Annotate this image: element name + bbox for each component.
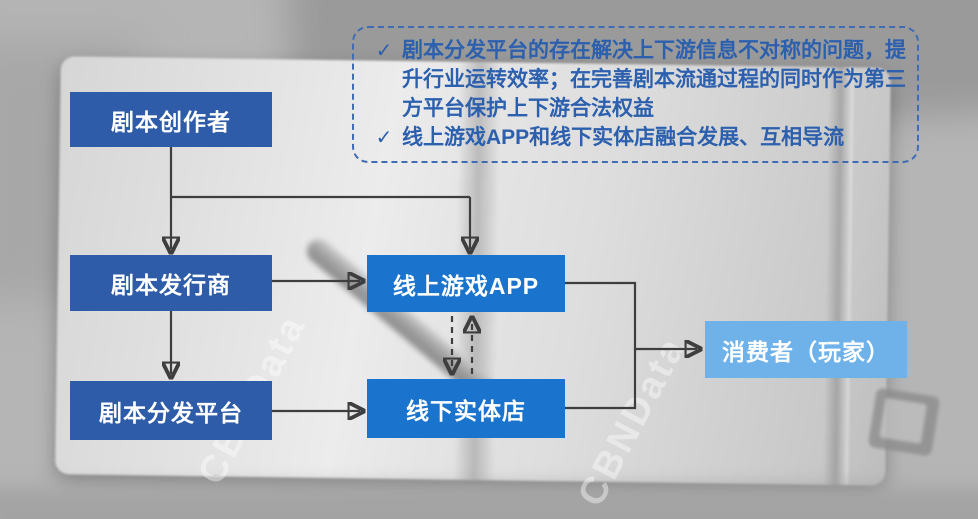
callout-item: ✓ 线上游戏APP和线下实体店融合发展、互相导流 bbox=[366, 123, 907, 153]
node-script-creator: 剧本创作者 bbox=[70, 92, 272, 147]
callout-note: ✓ 剧本分发平台的存在解决上下游信息不对称的问题，提升行业运转效率；在完善剧本流… bbox=[352, 26, 919, 163]
line-merge-connector bbox=[565, 281, 637, 410]
background-desk-shadow-bottom bbox=[0, 488, 978, 519]
node-script-publisher: 剧本发行商 bbox=[70, 255, 272, 311]
check-icon: ✓ bbox=[375, 127, 393, 149]
node-consumer-player: 消费者（玩家） bbox=[705, 321, 907, 378]
callout-text: 剧本分发平台的存在解决上下游信息不对称的问题，提升行业运转效率；在完善剧本流通过… bbox=[402, 39, 906, 120]
callout-text: 线上游戏APP和线下实体店融合发展、互相导流 bbox=[402, 126, 845, 149]
node-script-distribution-platform: 剧本分发平台 bbox=[70, 381, 272, 440]
check-icon: ✓ bbox=[375, 40, 393, 62]
node-offline-store: 线下实体店 bbox=[367, 379, 565, 438]
callout-item: ✓ 剧本分发平台的存在解决上下游信息不对称的问题，提升行业运转效率；在完善剧本流… bbox=[366, 36, 907, 123]
node-online-game-app: 线上游戏APP bbox=[367, 255, 565, 312]
